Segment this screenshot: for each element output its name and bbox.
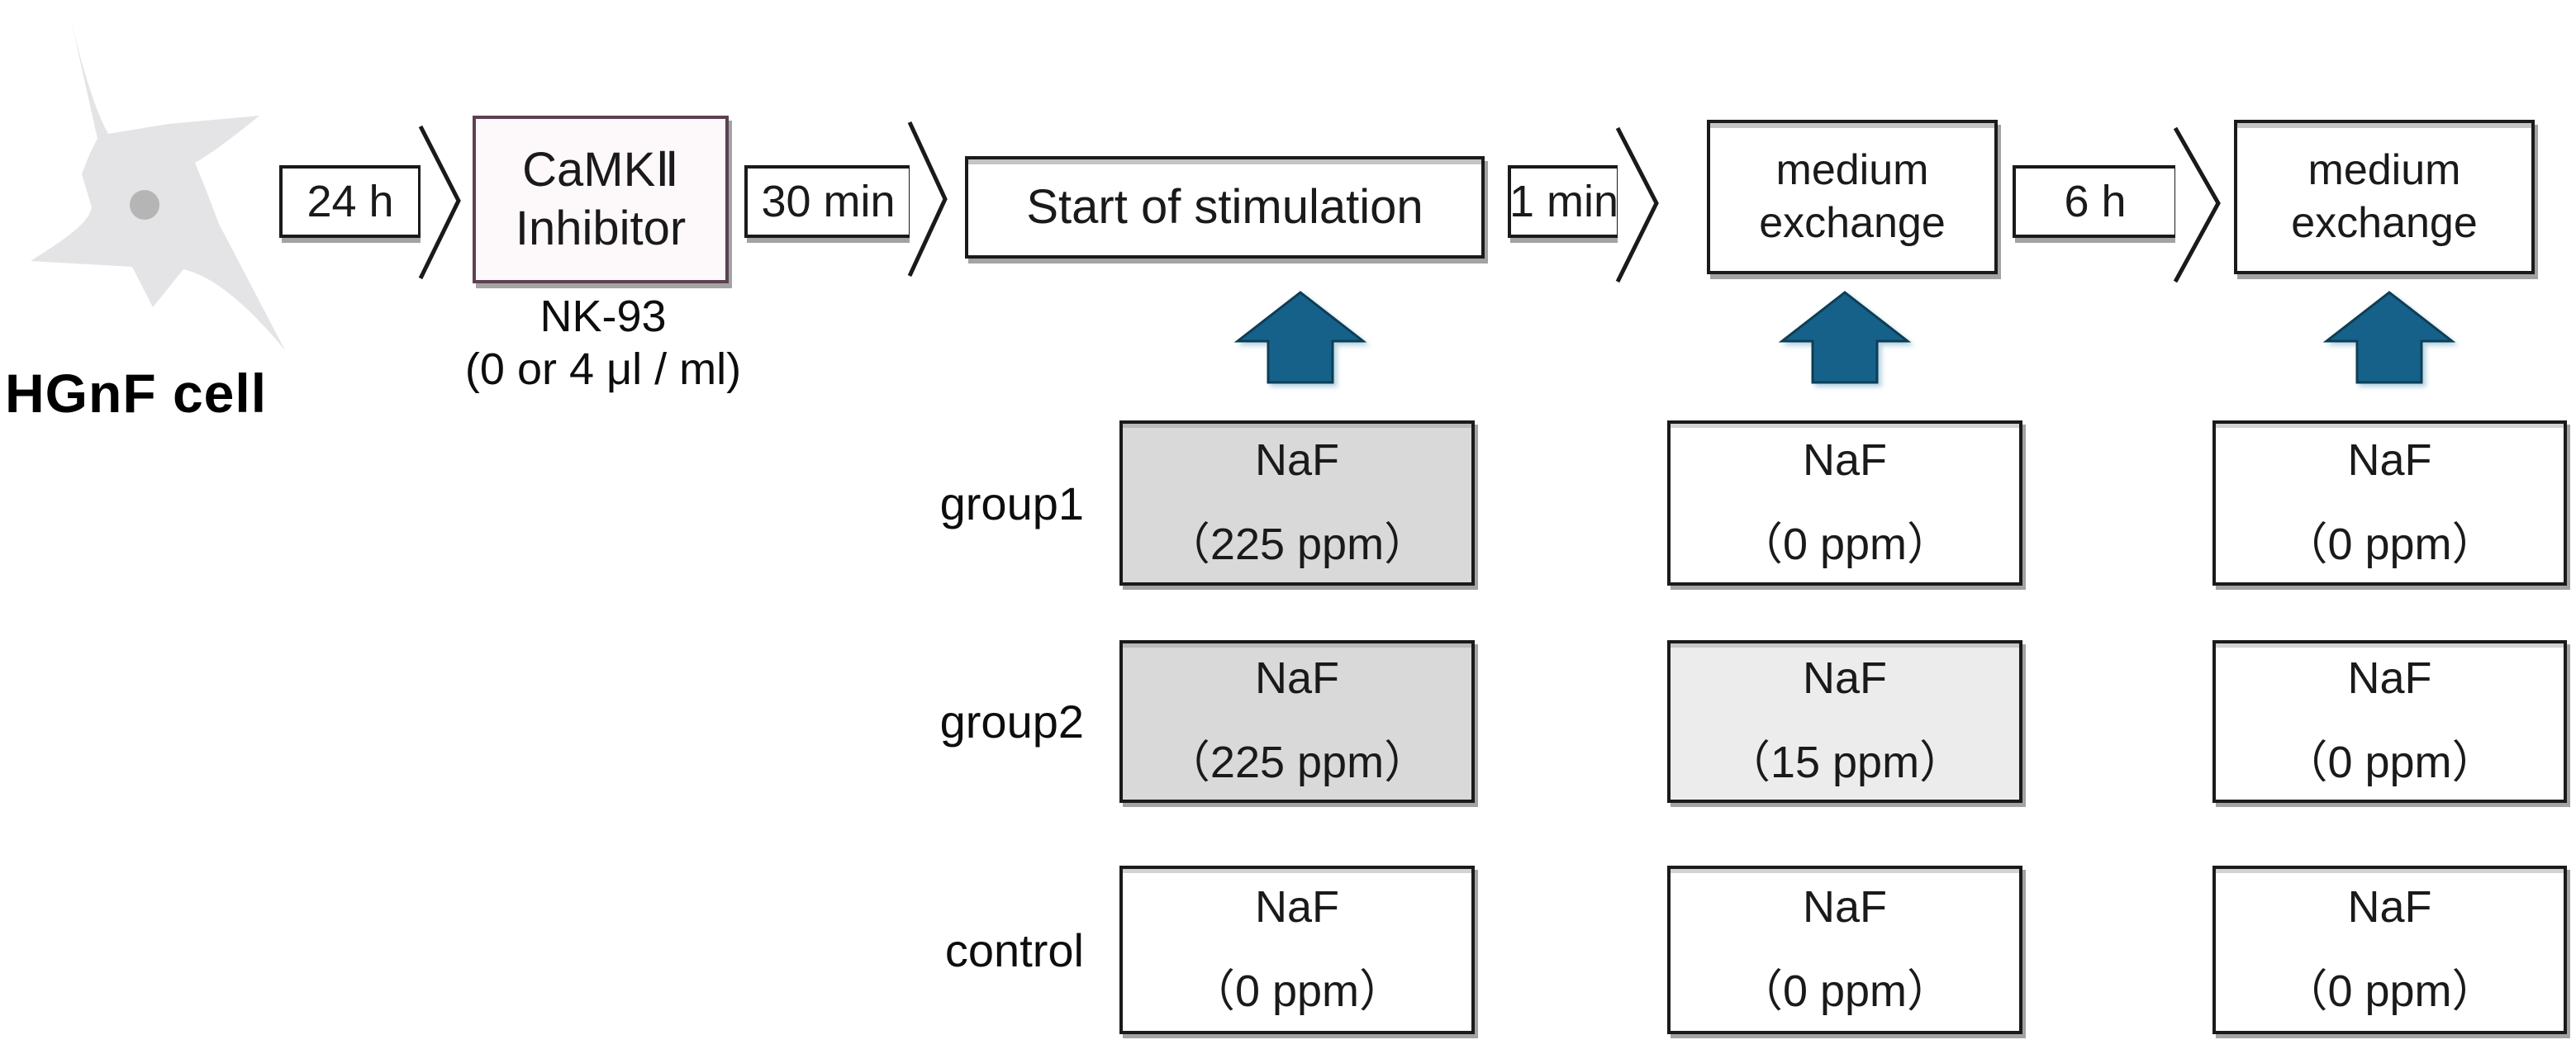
interval-arrow-24h-head-icon <box>418 125 461 280</box>
interval-arrow-30min-head-icon <box>907 121 948 278</box>
interval-arrow-1min: 1 min <box>1508 165 1620 238</box>
group2-label: group2 <box>939 696 1084 748</box>
naf-box-control-stimulation: NaF （0 ppm） <box>1119 866 1475 1034</box>
naf-concentration: （15 ppm） <box>1725 738 1965 787</box>
start-of-stimulation-box: Start of stimulation <box>965 156 1485 259</box>
naf-label: NaF <box>2347 881 2432 932</box>
nk93-note: NK-93 (0 or 4 μl / ml) <box>415 291 791 396</box>
naf-label: NaF <box>1802 434 1887 485</box>
interval-arrow-30min: 30 min <box>744 165 912 238</box>
interval-arrow-1min-head-icon <box>1615 126 1659 283</box>
fibroblast-cell-icon <box>31 17 285 350</box>
medium-exchange-box-1: medium exchange <box>1707 120 1998 274</box>
naf-concentration: （225 ppm） <box>1165 519 1429 569</box>
nk93-note-line1: NK-93 <box>539 292 667 341</box>
cell-label: HGnF cell <box>5 363 268 424</box>
camkii-line1: CaMKⅡ <box>522 142 679 197</box>
naf-label: NaF <box>1254 881 1339 932</box>
naf-box-control-exchange1: NaF （0 ppm） <box>1667 866 2022 1034</box>
medium-exchange-2-line2: exchange <box>2291 198 2478 247</box>
naf-application-arrow-3-icon <box>2322 291 2456 384</box>
control-label: control <box>944 923 1084 976</box>
medium-exchange-2-line1: medium <box>2307 146 2461 195</box>
interval-arrow-24h: 24 h <box>279 165 421 238</box>
naf-label: NaF <box>1254 434 1339 485</box>
medium-exchange-1-line1: medium <box>1775 146 1929 195</box>
medium-exchange-1-line2: exchange <box>1759 198 1946 247</box>
interval-arrow-6h-head-icon <box>2173 126 2221 283</box>
naf-application-arrow-1-icon <box>1233 291 1367 384</box>
nk93-note-line2: (0 or 4 μl / ml) <box>464 344 742 394</box>
start-of-stimulation-label: Start of stimulation <box>1026 179 1423 234</box>
naf-label: NaF <box>1254 653 1339 703</box>
naf-label: NaF <box>1802 881 1887 932</box>
interval-arrow-6h: 6 h <box>2013 165 2178 238</box>
naf-box-group2-stimulation: NaF （225 ppm） <box>1119 640 1475 803</box>
naf-box-group1-stimulation: NaF （225 ppm） <box>1119 420 1475 586</box>
naf-concentration: （0 ppm） <box>2283 738 2497 787</box>
naf-label: NaF <box>2347 434 2432 485</box>
naf-concentration: （225 ppm） <box>1165 738 1429 787</box>
naf-concentration: （0 ppm） <box>1737 519 1952 569</box>
naf-concentration: （0 ppm） <box>1737 966 1952 1016</box>
naf-label: NaF <box>1802 653 1887 703</box>
group1-label: group1 <box>939 477 1084 529</box>
naf-box-group1-exchange1: NaF （0 ppm） <box>1667 420 2022 586</box>
naf-box-group1-exchange2: NaF （0 ppm） <box>2212 420 2567 586</box>
camkii-line2: Inhibitor <box>515 201 687 255</box>
naf-concentration: （0 ppm） <box>2283 966 2497 1016</box>
medium-exchange-box-2: medium exchange <box>2234 120 2535 274</box>
cell-nucleus-icon <box>130 190 159 220</box>
naf-label: NaF <box>2347 653 2432 703</box>
naf-concentration: （0 ppm） <box>2283 519 2497 569</box>
naf-box-control-exchange2: NaF （0 ppm） <box>2212 866 2567 1034</box>
naf-box-group2-exchange1: NaF （15 ppm） <box>1667 640 2022 803</box>
naf-box-group2-exchange2: NaF （0 ppm） <box>2212 640 2567 803</box>
naf-application-arrow-2-icon <box>1778 291 1912 384</box>
naf-concentration: （0 ppm） <box>1190 966 1404 1016</box>
camkii-inhibitor-box: CaMKⅡ Inhibitor <box>473 116 729 283</box>
